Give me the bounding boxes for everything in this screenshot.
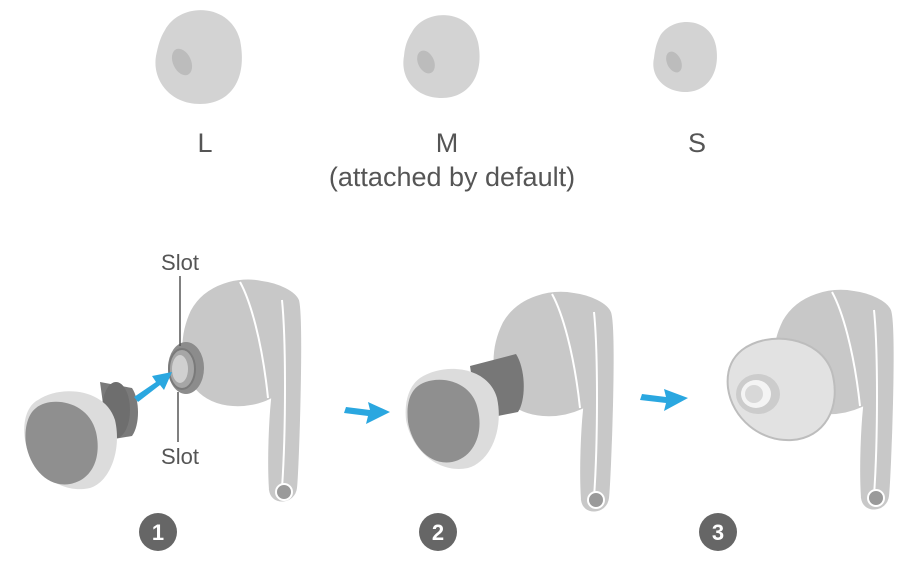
eartip-detached xyxy=(24,382,138,490)
step-arrow-1 xyxy=(344,402,390,424)
step-2-illustration xyxy=(405,289,616,514)
step-arrow-2 xyxy=(640,389,688,411)
step-3-badge: 3 xyxy=(699,513,737,551)
step-2-number: 2 xyxy=(432,520,444,545)
slot-label-top: Slot xyxy=(161,250,199,275)
eartip-attached-side xyxy=(405,354,524,469)
earbud-2 xyxy=(491,289,616,514)
earbud-1 xyxy=(168,277,304,504)
slot-label-bottom: Slot xyxy=(161,444,199,469)
step-1-badge: 1 xyxy=(139,513,177,551)
size-label-l: L xyxy=(197,128,212,158)
step-3-illustration xyxy=(726,287,896,512)
eartip-size-large xyxy=(155,10,242,104)
step-3-number: 3 xyxy=(712,520,724,545)
size-label-m-note: (attached by default) xyxy=(329,162,575,192)
insert-arrow xyxy=(134,372,172,402)
eartip-attached-front xyxy=(726,337,836,442)
eartip-size-small xyxy=(653,22,717,92)
step-1-number: 1 xyxy=(152,520,164,545)
eartip-size-medium xyxy=(403,15,480,98)
size-label-s: S xyxy=(688,128,706,158)
step-1-illustration xyxy=(24,276,304,504)
step-2-badge: 2 xyxy=(419,513,457,551)
size-label-m: M xyxy=(436,128,459,158)
